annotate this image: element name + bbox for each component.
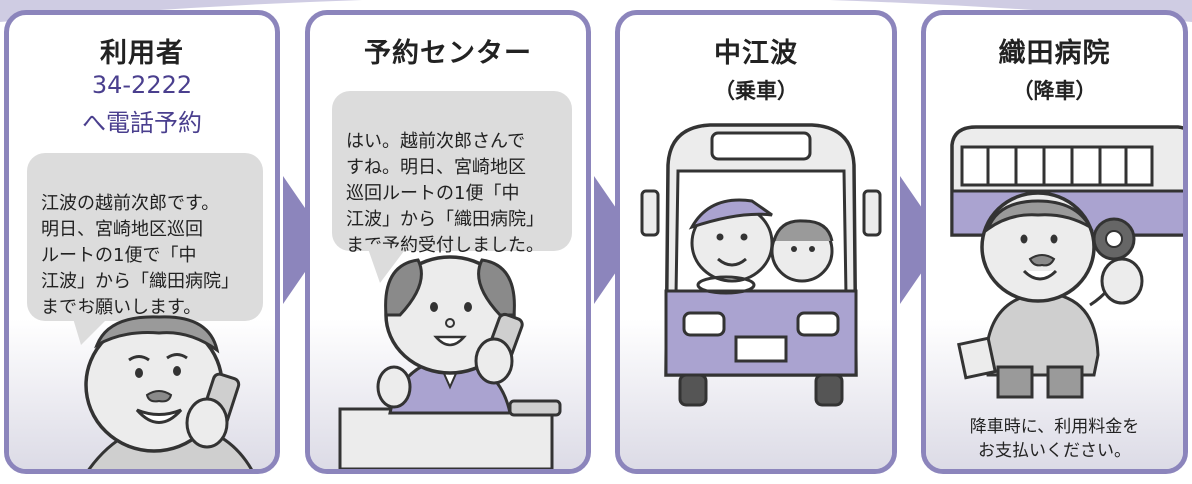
panel-alighting: 織田病院 （降車） — [921, 10, 1188, 474]
panel-reservation-center: 予約センター はい。越前次郎さんで すね。明日、宮崎地区 巡回ルートの1便「中 … — [305, 10, 591, 474]
payment-note: 降車時に、利用料金を お支払いください。 — [969, 417, 1140, 461]
phone-number: 34-2222 — [91, 71, 193, 99]
bus-front-icon — [640, 123, 882, 407]
phone-action: へ電話予約 — [82, 109, 202, 137]
panel-title: 織田病院 — [998, 38, 1111, 69]
panel-user: 利用者 34-2222 へ電話予約 江波の越前次郎です。 明日、宮崎地区巡回 ル… — [4, 10, 280, 474]
panel-subtitle: （乗車） — [714, 79, 798, 103]
bubble-text: はい。越前次郎さんで すね。明日、宮崎地区 巡回ルートの1便「中 江波」から「織… — [346, 131, 544, 256]
panel-boarding: 中江波 （乗車） — [615, 10, 897, 474]
person-phone-icon — [69, 305, 253, 469]
operator-icon — [338, 243, 562, 469]
panel-subtitle: （降車） — [1012, 79, 1097, 103]
panel-title: 中江波 — [714, 38, 798, 69]
speech-bubble: はい。越前次郎さんで すね。明日、宮崎地区 巡回ルートの1便「中 江波」から「織… — [332, 91, 572, 256]
speech-bubble: 江波の越前次郎です。 明日、宮崎地区巡回 ルートの1便で「中 江波」から「織田病… — [27, 153, 263, 321]
elderly-man-icon — [957, 191, 1144, 399]
panel-title: 利用者 — [100, 38, 184, 69]
panel-title: 予約センター — [364, 38, 532, 69]
bubble-text: 江波の越前次郎です。 明日、宮崎地区巡回 ルートの1便で「中 江波」から「織田病… — [41, 193, 239, 318]
